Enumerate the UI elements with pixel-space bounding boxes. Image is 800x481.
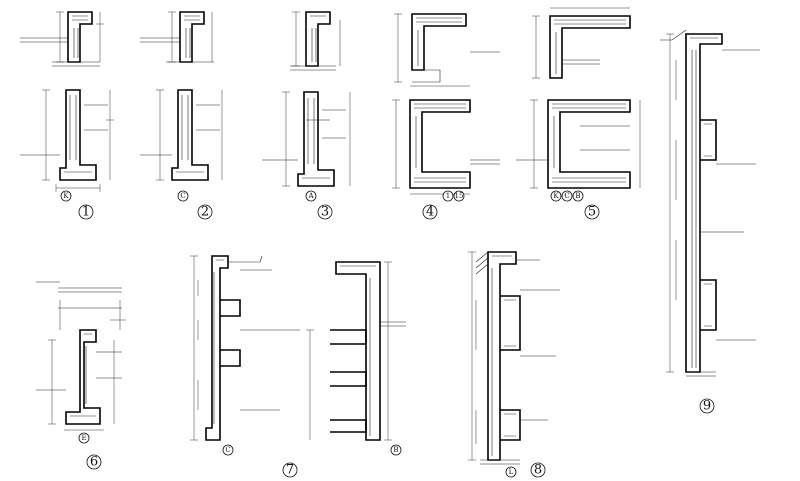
axis-bubble (78, 432, 90, 444)
axis-bubble (390, 444, 402, 456)
detail-3-upper-section (290, 11, 341, 71)
axis-label: 15 (455, 192, 464, 200)
axis-label: K (553, 192, 559, 200)
detail-7-number-bubble (282, 462, 298, 478)
axis-label: L (509, 468, 514, 476)
detail-4-axis-bubbles: 1 15 (442, 190, 465, 202)
axis-bubble (177, 190, 189, 202)
detail-6-number-bubble (86, 454, 102, 470)
detail-2-number: 2 (201, 205, 209, 220)
axis-bubble (222, 444, 234, 456)
detail-5-lower-section (516, 99, 641, 189)
detail-8-section (468, 251, 560, 465)
detail-4-lower-section (392, 99, 500, 195)
axis-bubble (60, 190, 72, 202)
detail-2-number-bubble (197, 204, 213, 220)
detail-2-lower-section (140, 89, 223, 181)
detail-9-number-bubble (699, 398, 715, 414)
detail-7-left-wall-section (190, 255, 300, 441)
detail-1-upper-section (20, 11, 104, 67)
detail-7-right-wall-section (306, 261, 406, 441)
detail-8-number-bubble (530, 462, 546, 478)
detail-3-axis-bubbles: A (305, 190, 317, 202)
detail-5-upper-section (532, 7, 631, 79)
detail-3-number-bubble (317, 204, 333, 220)
detail-6-number: 6 (90, 455, 98, 470)
detail-5-number: 5 (588, 205, 596, 220)
axis-bubble (305, 190, 317, 202)
detail-1-axis-bubbles: K (60, 190, 72, 202)
axis-bubble (442, 190, 454, 202)
detail-3-lower-section (262, 91, 351, 187)
detail-3: A 3 (262, 11, 351, 220)
axis-bubble (561, 190, 573, 202)
detail-2-axis-bubbles: C (177, 190, 189, 202)
axis-label: 1 (446, 192, 450, 200)
axis-bubble (550, 190, 562, 202)
axis-bubble (453, 190, 465, 202)
detail-9-number: 9 (703, 399, 711, 414)
detail-6-upper-section (36, 281, 126, 330)
axis-label: E (81, 434, 86, 442)
axis-label: A (307, 192, 314, 200)
detail-9: 9 (660, 29, 760, 414)
detail-3-number: 3 (321, 205, 329, 220)
detail-7-number: 7 (286, 463, 294, 478)
detail-8-number: 8 (534, 463, 542, 478)
detail-4-upper-section (394, 13, 500, 87)
detail-8: L 8 (468, 251, 560, 478)
axis-label: K (63, 192, 69, 200)
detail-6-axis-bubbles: E (78, 432, 90, 444)
detail-4-number: 4 (426, 205, 434, 220)
detail-6-lower-section (36, 329, 122, 431)
detail-4-number-bubble (422, 204, 438, 220)
detail-4: 1 15 4 (392, 13, 500, 220)
detail-1-number-bubble (78, 204, 94, 220)
axis-label: B (575, 192, 580, 200)
axis-label: C (180, 192, 185, 200)
detail-8-axis-bubbles: L (505, 466, 517, 478)
axis-label: C (564, 192, 569, 200)
detail-1-number: 1 (82, 205, 90, 220)
detail-1-lower-section (20, 89, 114, 192)
axis-label: B (393, 446, 398, 454)
detail-2-upper-section (140, 11, 214, 63)
axis-label: C (225, 446, 230, 454)
detail-2: C 2 (140, 11, 223, 220)
axis-bubble (505, 466, 517, 478)
detail-5-number-bubble (584, 204, 600, 220)
axis-bubble (572, 190, 584, 202)
detail-9-column-section (660, 29, 760, 377)
detail-6: E 6 (36, 281, 126, 470)
detail-1: K 1 (20, 11, 114, 220)
